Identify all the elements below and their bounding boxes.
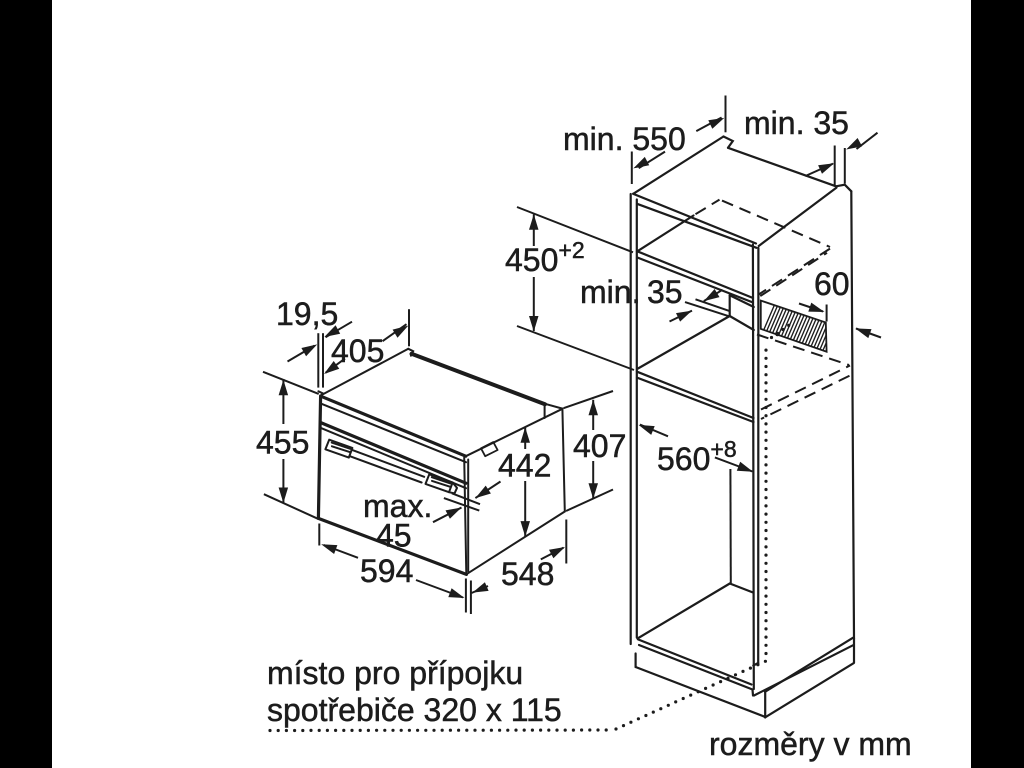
svg-text:19,5: 19,5	[276, 296, 338, 332]
svg-text:548: 548	[501, 556, 554, 592]
svg-text:min. 550: min. 550	[563, 121, 686, 157]
svg-text:405: 405	[331, 333, 384, 369]
svg-text:594: 594	[360, 553, 413, 589]
svg-text:450+2: 450+2	[505, 237, 585, 278]
svg-text:rozměry v mm: rozměry v mm	[709, 726, 912, 762]
svg-text:min. 35: min. 35	[744, 105, 849, 141]
svg-text:560+8: 560+8	[657, 436, 737, 477]
svg-text:min.: min.	[580, 274, 640, 310]
svg-text:442: 442	[498, 448, 551, 484]
svg-text:max.: max.	[363, 488, 432, 524]
svg-text:60: 60	[814, 266, 850, 302]
svg-text:407: 407	[573, 428, 626, 464]
svg-text:35: 35	[647, 274, 683, 310]
svg-text:spotřebiče 320 x 115: spotřebiče 320 x 115	[267, 692, 562, 728]
svg-text:místo pro přípojku: místo pro přípojku	[267, 655, 523, 691]
svg-text:45: 45	[376, 518, 412, 554]
svg-text:455: 455	[256, 425, 309, 461]
